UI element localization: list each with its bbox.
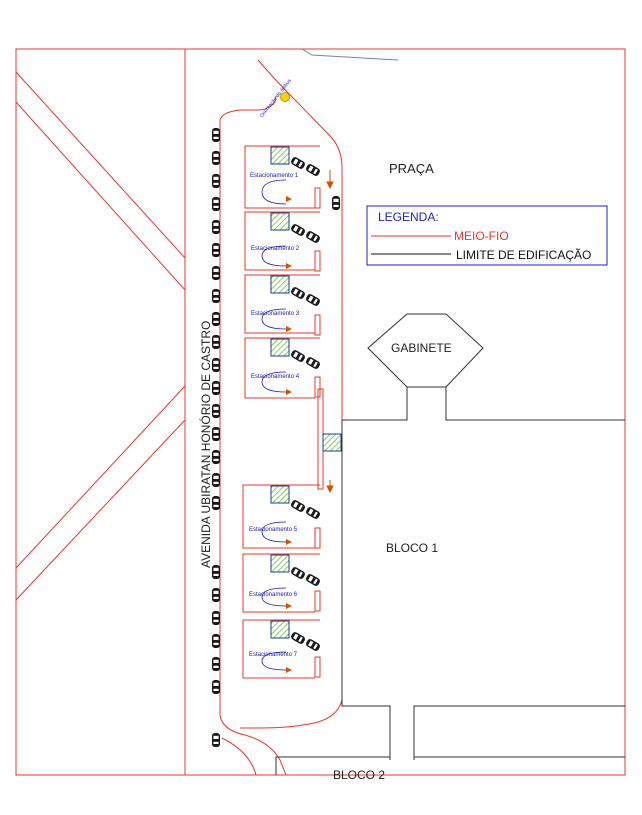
legend-title: LEGENDA:	[378, 210, 439, 224]
parking-label-1: Estacionamento 1	[250, 173, 299, 179]
avenue-car	[212, 266, 220, 280]
avenue-car	[212, 289, 220, 303]
avenue-label: AVENIDA UBIRATAN HONÓRIO DE CASTRO	[198, 321, 213, 568]
avenue-car	[212, 733, 220, 747]
avenue-car	[212, 128, 220, 142]
avenue-car	[212, 565, 220, 579]
hatched-squares	[270, 146, 342, 639]
arrow-heads	[286, 196, 292, 673]
bottom-road	[219, 699, 343, 776]
diagonal-roads	[15, 71, 186, 601]
avenue-car	[212, 197, 220, 211]
u-turn-arrows	[261, 179, 287, 671]
avenue-car	[212, 427, 220, 441]
avenue-car	[212, 634, 220, 648]
parking-label-4: Estacionamento 4	[251, 374, 300, 380]
avenue-car	[212, 404, 220, 418]
avenue-car	[212, 243, 220, 257]
avenue-car	[212, 496, 220, 510]
parking-labels: Estacionamento 1 Estacionamento 2 Estaci…	[249, 173, 300, 658]
bay-cars	[289, 156, 340, 652]
buildings	[275, 313, 625, 775]
parking-label-7: Estacionamento 7	[249, 652, 298, 658]
avenue-car	[212, 174, 220, 188]
parking-label-3: Estacionamento 3	[251, 311, 300, 317]
parking-bays	[242, 145, 320, 679]
gabinete-label: GABINETE	[391, 341, 452, 355]
avenue-car	[212, 358, 220, 372]
top-road-grey	[301, 48, 399, 61]
avenue-car	[212, 680, 220, 694]
avenue-car	[212, 312, 220, 326]
parking-label-5: Estacionamento 5	[249, 527, 298, 533]
bloco2-label: BLOCO 2	[333, 768, 385, 782]
avenue-car	[212, 151, 220, 165]
legend-limit-label: LIMITE DE EDIFICAÇÃO	[456, 248, 591, 262]
top-road	[219, 59, 343, 700]
bloco1-label: BLOCO 1	[386, 541, 438, 555]
avenue-car	[212, 588, 220, 602]
avenue-car	[212, 611, 220, 625]
avenue-car	[212, 381, 220, 395]
parking-label-6: Estacionamento 6	[249, 592, 298, 598]
avenue-car	[212, 335, 220, 349]
praca-label: PRAÇA	[389, 161, 434, 176]
lane-arrows	[326, 170, 334, 494]
avenue-car	[212, 473, 220, 487]
bus-marker	[280, 92, 290, 102]
avenue-cars	[212, 128, 220, 747]
legend-curb-label: MEIO-FIO	[454, 229, 509, 243]
parking-label-2: Estacionamento 2	[251, 246, 300, 252]
avenue-car	[212, 657, 220, 671]
drawing-frame	[15, 48, 626, 776]
legend-box	[366, 205, 608, 266]
legend: LEGENDA: MEIO-FIO LIMITE DE EDIFICAÇÃO	[366, 205, 608, 266]
avenue-car	[212, 450, 220, 464]
avenue-car	[212, 220, 220, 234]
bay-separators	[314, 187, 324, 678]
